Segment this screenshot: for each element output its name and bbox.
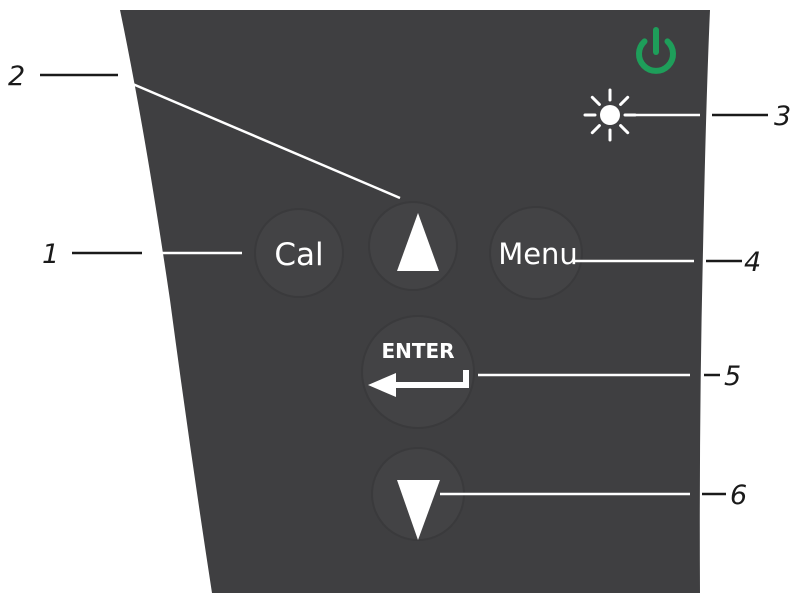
callout-number-2: 2 [8,61,25,92]
callout-number-1: 1 [42,239,59,270]
up-arrow-icon [397,213,439,271]
keypad-panel [120,10,710,593]
callout-numbers: 1 2 3 4 5 6 [8,61,791,511]
enter-button[interactable]: ENTER [361,315,475,429]
sun-ray [590,124,601,135]
callout-number-4: 4 [744,247,761,278]
callout-number-6: 6 [730,480,747,511]
sun-ray [619,124,630,135]
sun-ray [619,95,630,106]
menu-button-label: Menu [498,237,578,271]
menu-button-face [489,206,583,300]
cal-button-label: Cal [274,237,323,273]
up-button[interactable] [368,201,458,291]
cal-button-face [254,208,344,298]
enter-button-face [361,315,475,429]
power-icon[interactable] [636,27,676,74]
menu-button[interactable]: Menu [489,206,583,300]
callout-number-5: 5 [724,361,741,392]
enter-button-label: ENTER [381,339,454,363]
leader-line-2 [127,80,401,200]
enter-arrow-icon [368,370,469,397]
callout-number-3: 3 [774,101,791,132]
down-arrow-icon [397,480,440,540]
callout-lines [40,73,768,496]
sun-ray [590,95,601,106]
cal-button[interactable]: Cal [254,208,344,298]
down-button[interactable] [371,447,465,541]
